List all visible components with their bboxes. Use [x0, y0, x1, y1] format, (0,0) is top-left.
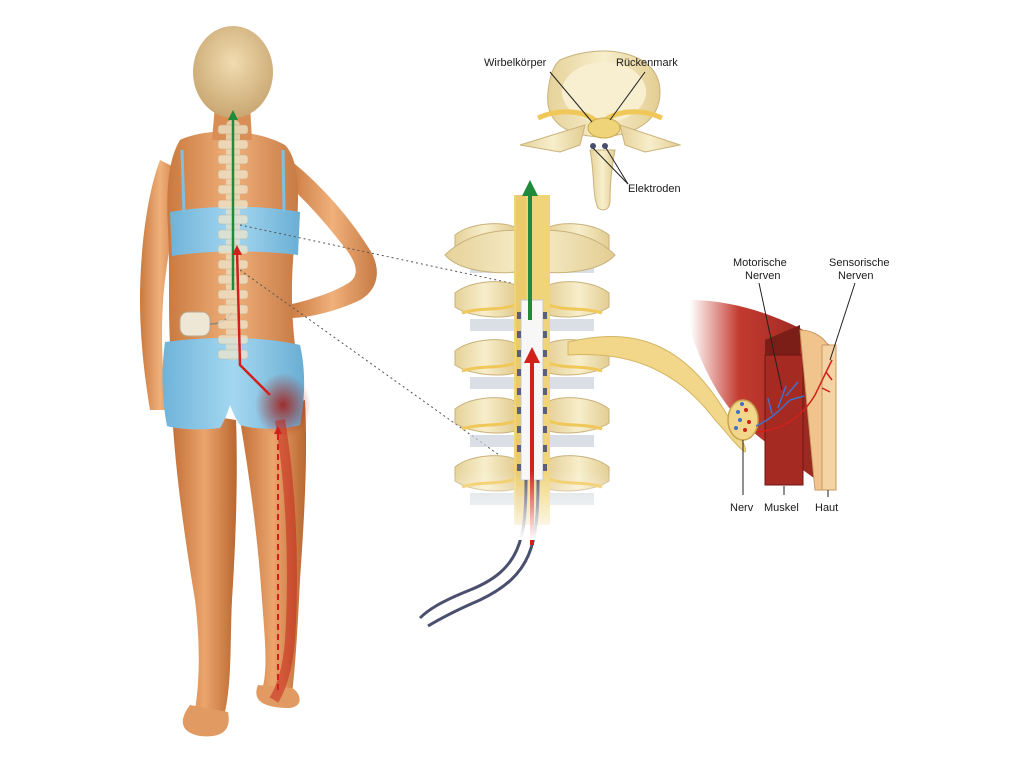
electrode-contact — [543, 350, 547, 357]
figure-vertebra — [218, 290, 248, 299]
figure-vertebra — [218, 335, 248, 344]
figure-vertebra — [218, 320, 248, 329]
left-leg — [172, 410, 237, 712]
nerve-fascicle — [738, 418, 742, 422]
vertebra-cross-section: Wirbelkörper Rückenmark Elektroden — [484, 51, 681, 210]
nerve-fascicle — [740, 402, 744, 406]
electrode-contact — [543, 445, 547, 452]
cross-section-electrode-right — [602, 143, 608, 149]
label-motorische-1: Motorische — [733, 257, 787, 269]
nerve-fascicle — [747, 420, 751, 424]
label-nerv: Nerv — [730, 502, 754, 514]
disc-left — [470, 319, 515, 331]
disc-left — [470, 377, 515, 389]
muscle-block — [765, 355, 803, 485]
spine-column — [420, 188, 746, 626]
figure-vertebra — [218, 305, 248, 314]
disc-right — [549, 319, 594, 331]
electrode-contact — [517, 426, 521, 433]
label-muskel: Muskel — [764, 502, 799, 514]
nerve-muscle-skin-section: Motorische Nerven Sensorische Nerven Ner… — [690, 257, 890, 514]
disc-right — [549, 377, 594, 389]
electrode-contact — [543, 331, 547, 338]
label-motorische-2: Nerven — [745, 270, 780, 282]
electrode-contact — [517, 464, 521, 471]
nerve-fascicle — [744, 408, 748, 412]
electrode-contact — [543, 312, 547, 319]
label-elektroden: Elektroden — [628, 183, 681, 195]
nerve-fascicle — [734, 426, 738, 430]
electrode-contact — [517, 407, 521, 414]
figure-vertebra — [218, 350, 248, 359]
electrode-contact — [517, 388, 521, 395]
electrode-contact — [543, 464, 547, 471]
label-sensorische-1: Sensorische — [829, 257, 890, 269]
nerve-fascicle — [743, 428, 747, 432]
nerve-fascicle — [736, 410, 740, 414]
electrode-contact — [517, 331, 521, 338]
electrode-contact — [543, 369, 547, 376]
electrode-contact — [543, 426, 547, 433]
electrode-contact — [517, 350, 521, 357]
label-sensorische-2: Nerven — [838, 270, 873, 282]
electrode-contact — [543, 407, 547, 414]
nerve-cross-section — [728, 400, 758, 440]
electrode-contact — [543, 388, 547, 395]
label-wirbelkoerper: Wirbelkörper — [484, 57, 547, 69]
cross-section-spinal-cord — [588, 118, 620, 138]
disc-right — [549, 435, 594, 447]
electrode-contact — [517, 369, 521, 376]
disc-left — [470, 435, 515, 447]
pulse-generator — [180, 312, 210, 336]
label-rueckenmark: Rückenmark — [616, 57, 678, 69]
electrode-contact — [517, 312, 521, 319]
hair — [193, 26, 273, 118]
label-haut: Haut — [815, 502, 838, 514]
woman-figure — [140, 26, 377, 736]
electrode-contact — [517, 445, 521, 452]
